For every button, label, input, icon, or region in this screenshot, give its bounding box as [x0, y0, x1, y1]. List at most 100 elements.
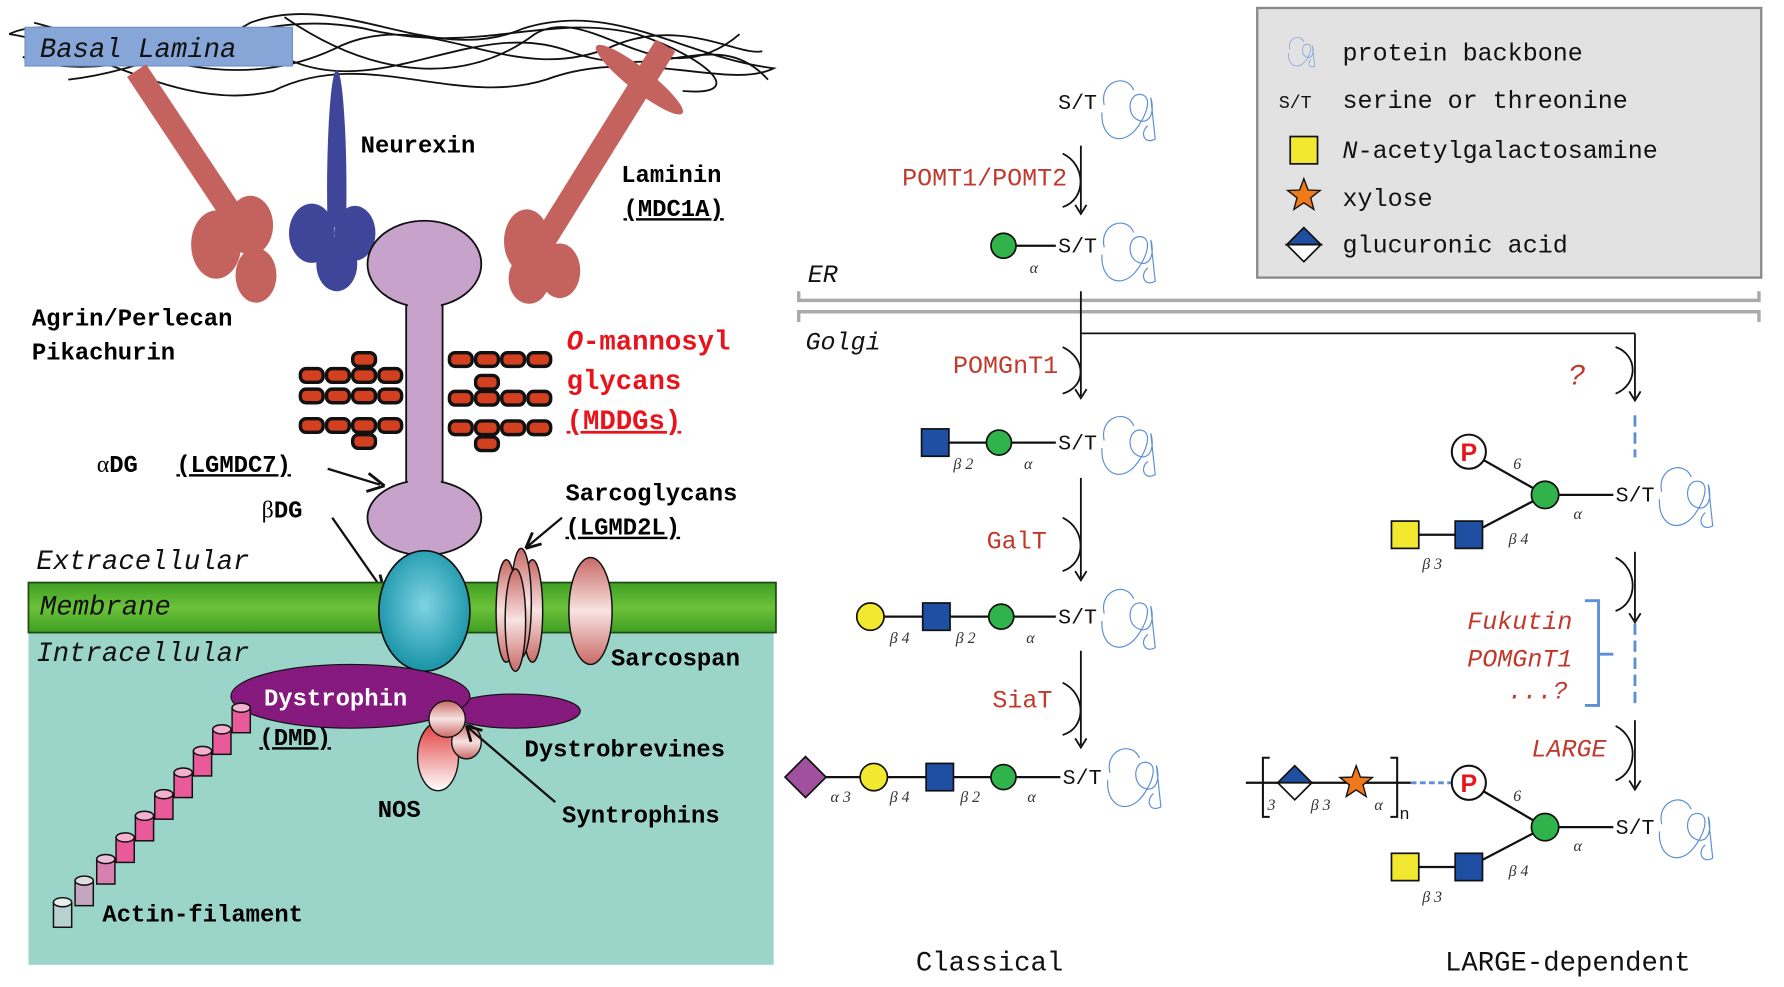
legend-galnac: N-acetylgalactosamine [1343, 137, 1658, 166]
linkage-label: β 2 [959, 789, 980, 806]
linkage-label: 6 [1513, 788, 1521, 805]
glycan-stage-glcnac: S/T β 2 α [920, 415, 1157, 478]
basal-lamina-label-box: Basal Lamina [24, 26, 293, 67]
glycan-stage-mannose: S/T α [990, 222, 1157, 284]
linkage-label: α 3 [831, 789, 851, 806]
large-pathway-arrows [1615, 551, 1642, 792]
protein-backbone-icon [1100, 415, 1157, 478]
classical-title: Classical [916, 949, 1063, 980]
er-golgi-divider [796, 291, 1761, 322]
st-label: S/T [1616, 817, 1655, 841]
laminin-gene-label: (MDC1A) [623, 197, 723, 224]
glcnac-square-icon [1454, 852, 1484, 882]
agrin-protein [127, 64, 277, 303]
glcnac-square-icon [921, 602, 951, 632]
large-dependent-title: LARGE-dependent [1445, 949, 1691, 980]
glycan-stage-unmodified: S/T [1058, 79, 1157, 142]
linkage-label: α [1030, 260, 1039, 277]
st-label: S/T [1058, 236, 1097, 260]
phosphate-label: P [1460, 770, 1477, 798]
glcnac-square-icon [920, 428, 950, 458]
syntrophins-arrow [465, 724, 556, 803]
glycan-large-intermediate: P S/T 6 α β 4 β 3 [1390, 433, 1714, 573]
sarcoglycans-gene-label: (LGMD2L) [565, 516, 680, 543]
legend-serine-threonine: serine or threonine [1343, 87, 1628, 116]
protein-backbone-icon [1658, 466, 1714, 529]
glucuronic-acid-diamond-icon [1275, 764, 1314, 802]
neurexin-label: Neurexin [361, 133, 476, 160]
st-label: S/T [1063, 767, 1102, 791]
protein-backbone-icon [1658, 799, 1714, 861]
enzyme-pomgnt1-large: POMGnT1 [1467, 646, 1572, 675]
enzyme-siat: SiaT [992, 687, 1052, 716]
glycan-stage-galactose: S/T β 4 β 2 α [855, 588, 1157, 651]
dystrobrevines-label: Dystrobrevines [525, 738, 726, 765]
st-label: S/T [1616, 485, 1655, 509]
protein-backbone-icon [1100, 588, 1157, 651]
linkage-label: α [1574, 506, 1583, 523]
linkage-label: β 3 [1421, 556, 1442, 573]
phosphate-label: P [1460, 439, 1477, 467]
linkage-label: α [1374, 797, 1383, 814]
extracellular-label: Extracellular [36, 547, 249, 578]
basal-lamina-label: Basal Lamina [40, 35, 237, 66]
repeat-count-label: n [1399, 806, 1409, 825]
glycan-large-final: 3 β 3 α n P S/T 6 α β 4 β 3 [1245, 756, 1714, 906]
linkage-label: α [1574, 838, 1583, 855]
linkage-label: β 3 [1421, 889, 1442, 906]
actin-filament-label: Actin-filament [102, 903, 303, 930]
golgi-label: Golgi [806, 328, 881, 357]
enzyme-large: LARGE [1531, 736, 1607, 765]
linkage-label: 3 [1266, 797, 1275, 814]
mannose-circle-icon [987, 603, 1015, 631]
alpha-dg-label: αDG [97, 452, 138, 480]
enzyme-pomt: POMT1/POMT2 [902, 164, 1067, 193]
protein-backbone-icon [1100, 79, 1157, 142]
linkage-label: α [1024, 456, 1033, 473]
linkage-label: β 2 [952, 456, 973, 473]
linkage-label: α [1027, 789, 1036, 806]
legend: protein backbone S/T serine or threonine… [1256, 6, 1763, 279]
legend-xylose: xylose [1343, 185, 1433, 214]
laminin-protein [504, 39, 684, 304]
linkage-label: β 2 [955, 630, 976, 647]
sarcoglycans-arrow [524, 516, 563, 550]
glycan-stage-sialic-acid: S/T α 3 β 4 β 2 α [783, 747, 1162, 810]
alpha-dg-arrow [327, 467, 386, 493]
o-mannosyl-label: O-mannosyl [567, 327, 731, 358]
glcnac-square-icon [925, 762, 955, 792]
dystrophin [230, 663, 471, 729]
enzyme-fukutin: Fukutin [1467, 608, 1572, 637]
sialic-acid-diamond-icon [783, 755, 828, 799]
laminin-label: Laminin [621, 163, 721, 190]
linkage-label: β 4 [889, 789, 910, 806]
alpha-dystroglycan [366, 219, 483, 557]
linkage-label: β 3 [1310, 797, 1331, 814]
pikachurin-label: Pikachurin [32, 341, 175, 368]
repeat-bracket [1261, 756, 1399, 818]
mannose-circle-icon [990, 763, 1017, 791]
st-label: S/T [1058, 92, 1097, 116]
mannose-circle-icon [1530, 480, 1560, 510]
sarcospan-label: Sarcospan [611, 647, 740, 674]
xylose-star-icon [1285, 176, 1323, 212]
enzyme-pomgnt1: POMGnT1 [953, 352, 1058, 381]
o-mannosyl-glycan-chains [298, 350, 553, 453]
classical-pathway-lines [1062, 145, 1642, 750]
mannose-circle-icon [985, 429, 1013, 456]
membrane-label: Membrane [40, 592, 171, 623]
legend-protein-backbone: protein backbone [1343, 39, 1583, 68]
enzyme-unknown: ? [1568, 360, 1586, 394]
phosphate-icon [1450, 433, 1487, 470]
glcnac-square-icon [1454, 520, 1484, 550]
sarcospan [568, 556, 613, 666]
mannose-circle-icon [1530, 812, 1560, 842]
nos-syntrophin-complex [416, 700, 482, 792]
sarcoglycans [495, 547, 544, 673]
xylose-star-icon [1338, 763, 1375, 799]
beta-dg-label: βDG [262, 498, 303, 526]
mddgs-label: (MDDGs) [567, 407, 682, 438]
mannose-circle-icon [990, 232, 1017, 260]
galactose-circle-icon [855, 602, 885, 632]
dystrophin-label: Dystrophin [264, 686, 407, 713]
